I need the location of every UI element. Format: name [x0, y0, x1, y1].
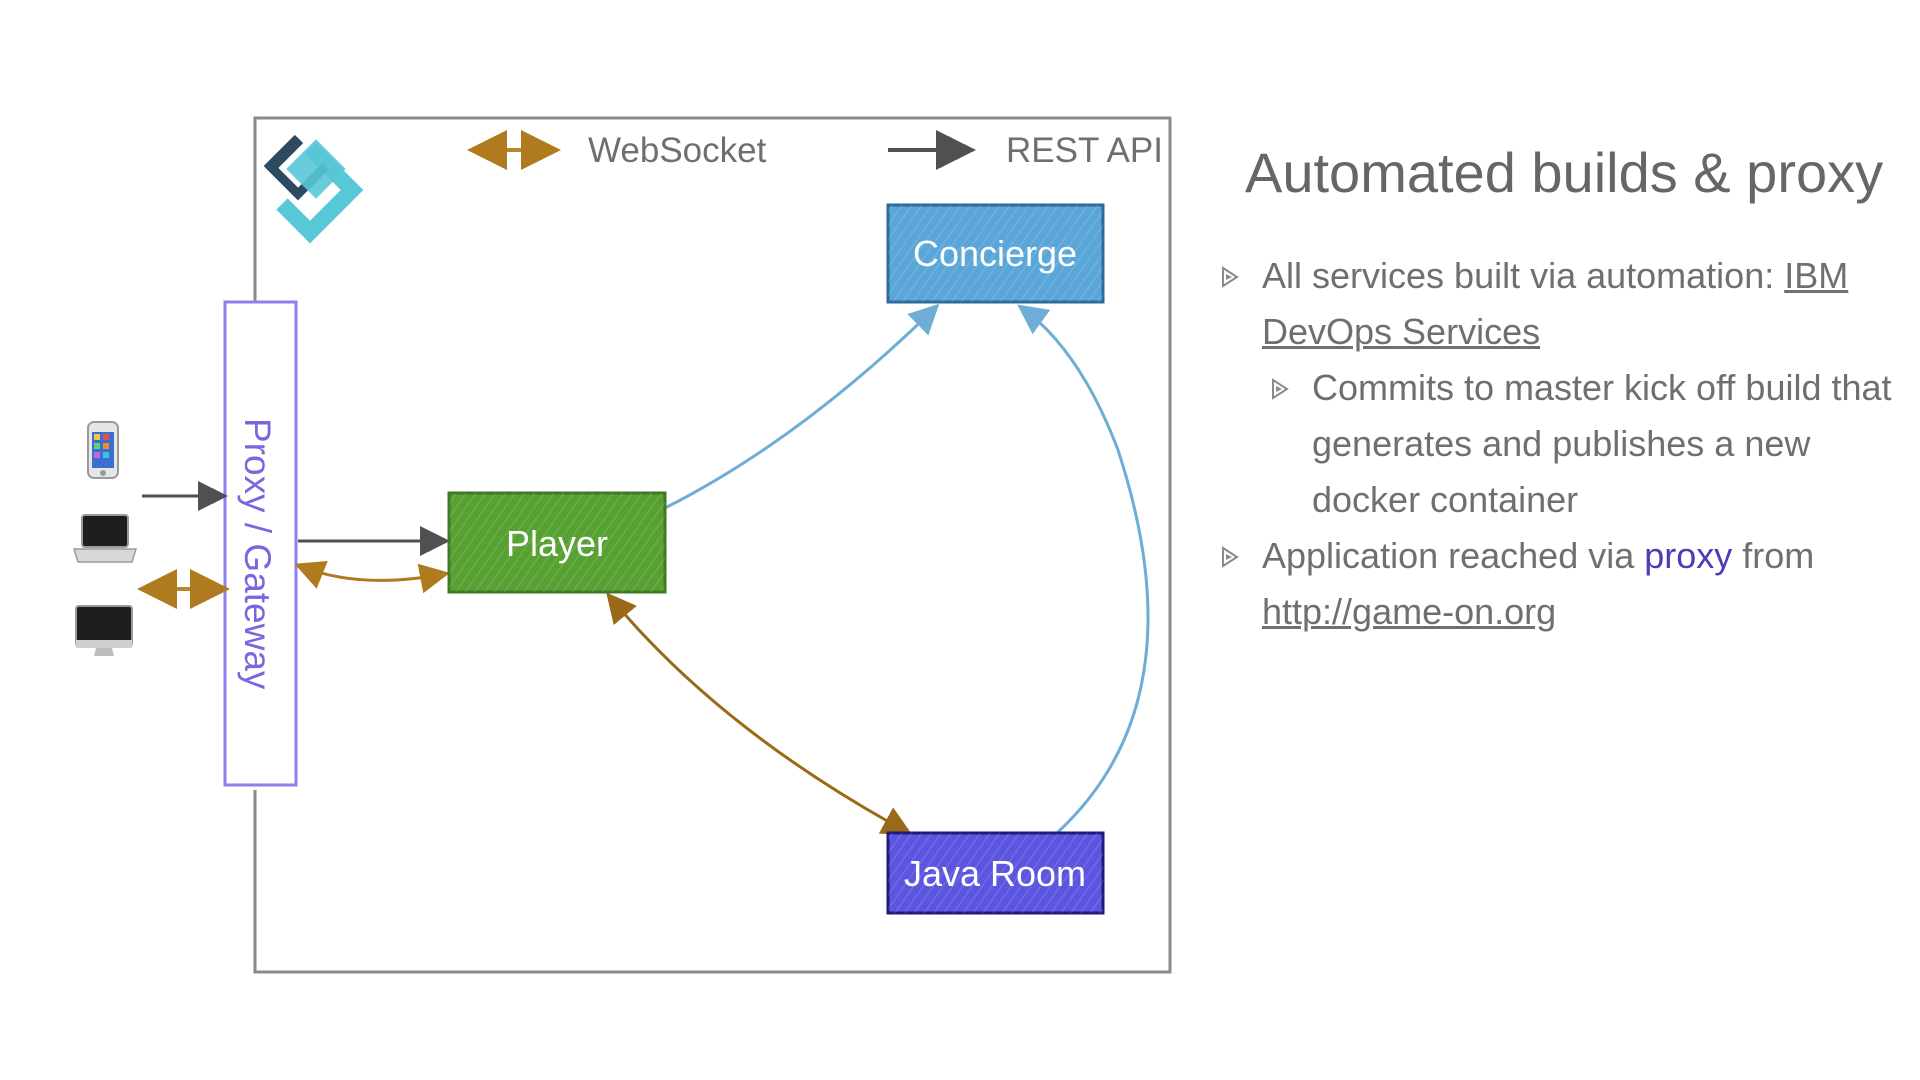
bullet-subitem-commits: Commits to master kick off build that ge…	[1270, 360, 1900, 528]
game-on-link[interactable]: http://game-on.org	[1262, 591, 1557, 632]
laptop-icon	[72, 514, 138, 563]
proxy-gateway-label: Proxy / Gateway	[237, 418, 278, 690]
slide-title: Automated builds & proxy	[1245, 141, 1884, 204]
bullet-list: All services built via automation: IBM D…	[1220, 248, 1900, 640]
bullet-item-automation: All services built via automation: IBM D…	[1220, 248, 1900, 360]
rest-legend-label: REST API	[1006, 131, 1163, 170]
javaroom-concierge-arrow	[1017, 304, 1150, 834]
player-concierge-arrow	[664, 303, 940, 510]
player-node: Player	[447, 491, 667, 594]
java-room-label: Java Room	[904, 853, 1086, 894]
bullet-text-automation: All services built via automation:	[1262, 255, 1785, 296]
player-javaroom-websocket-arrow	[606, 592, 913, 835]
bullet-text-commits: Commits to master kick off build that ge…	[1312, 367, 1892, 520]
bullet-arrow-icon	[1222, 546, 1239, 568]
proxy-gateway-node: Proxy / Gateway	[223, 300, 298, 787]
bullet-arrow-icon	[1272, 378, 1289, 400]
concierge-node: Concierge	[886, 203, 1105, 304]
bullet-text-proxy-before: Application reached via	[1262, 535, 1645, 576]
bullet-arrow-icon	[1222, 266, 1239, 288]
ibm-devops-link[interactable]: IBM DevOps Services	[1262, 255, 1849, 352]
system-boundary-frame	[253, 116, 1172, 974]
legend: WebSocket REST API	[467, 130, 1163, 170]
desktop-computer-icon	[75, 605, 133, 656]
websocket-legend-label: WebSocket	[588, 131, 767, 170]
concierge-label: Concierge	[913, 233, 1077, 274]
game-on-logo-icon	[263, 134, 364, 244]
bullet-text-proxy-after: from	[1732, 535, 1815, 576]
proxy-player-websocket-arrow	[294, 560, 450, 594]
java-room-node: Java Room	[886, 831, 1105, 915]
proxy-highlight: proxy	[1644, 535, 1733, 576]
player-label: Player	[506, 523, 608, 564]
bullet-item-proxy: Application reached via proxy from http:…	[1220, 528, 1900, 640]
mobile-phone-icon	[87, 421, 119, 479]
